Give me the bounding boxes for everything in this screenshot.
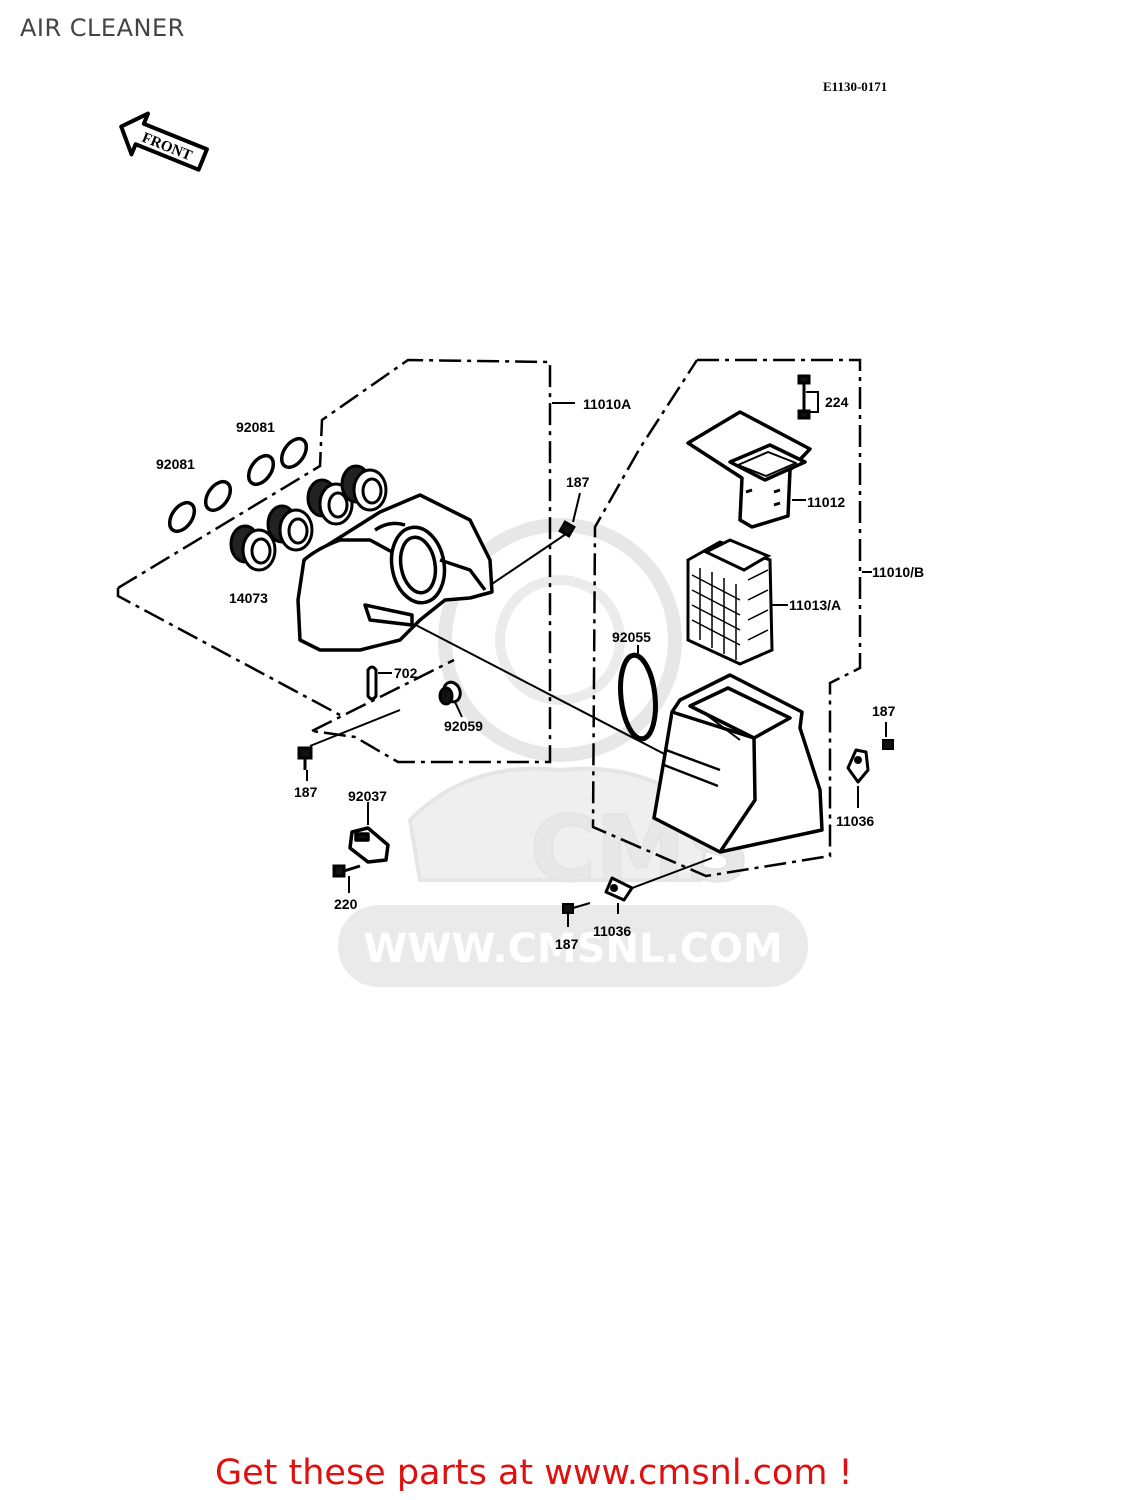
diagram-code: E1130-0171	[823, 79, 888, 94]
label-92059: 92059	[444, 718, 483, 734]
label-702: 702	[394, 665, 418, 681]
label-224: 224	[825, 394, 849, 410]
label-11012: 11012	[807, 494, 845, 510]
label-11036-bottom: 11036	[593, 923, 631, 939]
airbox-front-housing	[296, 493, 494, 652]
group-boundary-11010a	[116, 358, 552, 764]
connector-lines	[309, 533, 713, 891]
airbox-lower-case	[652, 673, 824, 854]
label-11013a: 11013/A	[789, 597, 841, 613]
label-92055: 92055	[612, 629, 651, 645]
leader-187-upper	[572, 492, 581, 523]
seal-92055	[618, 652, 658, 742]
watermark-text: WWW.CMSNL.COM	[363, 926, 783, 972]
screw-224	[797, 374, 811, 420]
footer-shop-link[interactable]: Get these parts at www.cmsnl.com !	[215, 1453, 853, 1493]
label-14073: 14073	[229, 590, 268, 606]
label-11010b: 11010/B	[872, 564, 924, 580]
bracket-11036-right	[846, 748, 870, 784]
label-92081-top: 92081	[236, 419, 275, 435]
label-187-upper: 187	[566, 474, 590, 490]
label-11010a: 11010A	[583, 396, 631, 412]
oring-92081-set	[167, 436, 309, 534]
clip-702	[366, 665, 378, 701]
label-11036-right: 11036	[836, 813, 874, 829]
label-92037: 92037	[348, 788, 387, 804]
filter-cover-11012	[686, 410, 812, 529]
label-92081-left: 92081	[156, 456, 195, 472]
filter-element-11013a	[686, 538, 774, 666]
screw-187-right	[882, 739, 894, 750]
screw-220	[332, 864, 361, 878]
watermark-banner	[338, 905, 808, 987]
page-title: AIR CLEANER	[20, 14, 185, 42]
label-220: 220	[334, 896, 358, 912]
holder-92037	[348, 826, 390, 864]
label-187-bottom: 187	[555, 936, 579, 952]
label-187-right: 187	[872, 703, 896, 719]
leader-92059	[454, 701, 463, 718]
screw-187-bottom	[562, 902, 591, 914]
leader-224	[806, 391, 819, 413]
label-187-lower-left: 187	[294, 784, 318, 800]
screw-187-lower-left	[297, 746, 313, 770]
intake-duct-14073-set	[229, 464, 388, 572]
grommet-92059	[438, 680, 462, 706]
parts-diagram: WWW.CMSNL.COM CMS FRONT	[116, 111, 924, 987]
front-arrow-icon: FRONT	[119, 111, 209, 172]
bolt-187-upper	[558, 520, 576, 538]
bracket-11036-bottom	[604, 876, 634, 902]
group-boundary-11010b	[591, 358, 862, 878]
